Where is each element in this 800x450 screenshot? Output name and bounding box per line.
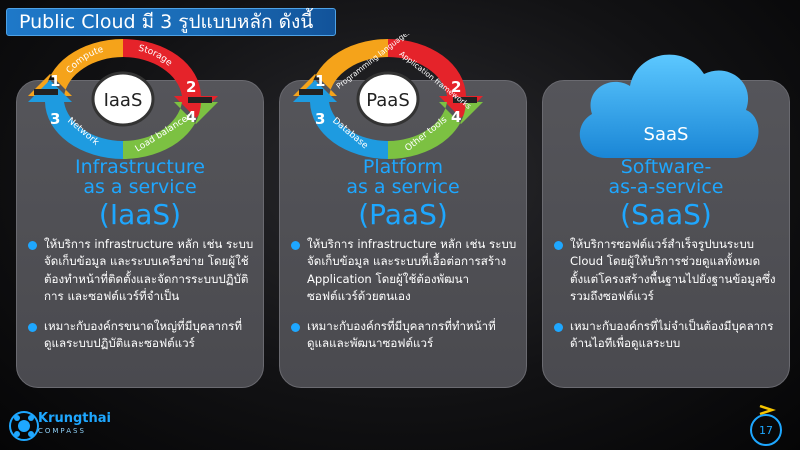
bullet-dot-icon (291, 241, 300, 250)
saas-heading-line1: Software- (620, 156, 712, 178)
bullet-dot-icon (554, 241, 563, 250)
paas-segment-database (293, 80, 388, 159)
paas-badge-label: PaaS (366, 90, 410, 111)
paas-center-badge (356, 71, 420, 127)
bullet-text: ให้บริการซอฟต์แวร์สำเร็จรูปบนระบบ Cloud … (570, 237, 776, 304)
paas-heading: Platform as a service (PaaS) (279, 156, 527, 231)
paas-arrow-bar-left (299, 89, 323, 95)
iaas-arrow-bar-left (34, 89, 58, 95)
paas-wheel-diagram: 1 2 3 4 Programming languages Applicatio… (293, 34, 483, 159)
list-item: ให้บริการ infrastructure หลัก เช่น ระบบจ… (289, 236, 517, 306)
bullet-text: ให้บริการ infrastructure หลัก เช่น ระบบจ… (44, 237, 254, 304)
paas-bullet-list: ให้บริการ infrastructure หลัก เช่น ระบบจ… (289, 236, 517, 364)
list-item: เหมาะกับองค์กรที่มีบุคลากรที่ทำหน้าที่ดู… (289, 318, 517, 353)
iaas-segment-network (28, 80, 123, 159)
saas-cloud-shape (579, 54, 759, 158)
footer-brand-sub: COMPASS (38, 427, 86, 435)
iaas-bullet-list: ให้บริการ infrastructure หลัก เช่น ระบบจ… (26, 236, 254, 364)
iaas-heading-line3: (IaaS) (98, 197, 182, 231)
iaas-num-4: 4 (186, 108, 196, 126)
bullet-dot-icon (28, 241, 37, 250)
krungthai-logo-icon (9, 411, 39, 441)
iaas-segment-compute (28, 39, 123, 96)
saas-badge-label: SaaS (644, 124, 689, 145)
page-number: 17 (759, 423, 773, 437)
footer-brand: Krungthai (38, 411, 111, 426)
bullet-dot-icon (554, 322, 563, 332)
iaas-num-1: 1 (50, 72, 60, 90)
slide-title: Public Cloud มี 3 รูปแบบหลัก ดังนี้ (19, 11, 314, 33)
iaas-num-2: 2 (186, 78, 196, 96)
slide-title-bar: Public Cloud มี 3 รูปแบบหลัก ดังนี้ (6, 8, 336, 36)
paas-num-2: 2 (451, 78, 461, 96)
page-number-badge: 17 (750, 414, 782, 446)
list-item: ให้บริการซอฟต์แวร์สำเร็จรูปบนระบบ Cloud … (552, 236, 780, 306)
bullet-text: เหมาะกับองค์กรที่ไม่จำเป็นต้องมีบุคลากรด… (570, 318, 774, 350)
paas-segment-programming-languages (293, 39, 388, 96)
bullet-dot-icon (291, 322, 300, 332)
paas-num-4: 4 (451, 108, 461, 126)
bullet-text: ให้บริการ infrastructure หลัก เช่น ระบบจ… (307, 237, 517, 304)
iaas-heading-line2: as a service (83, 175, 197, 198)
paas-heading-line2: as a service (346, 175, 460, 198)
iaas-badge-label: IaaS (104, 90, 143, 111)
saas-bullet-list: ให้บริการซอฟต์แวร์สำเร็จรูปบนระบบ Cloud … (552, 236, 780, 364)
paas-segment-other-tools (388, 102, 483, 159)
chevron-right-icon (759, 404, 776, 416)
paas-heading-line1: Platform (362, 156, 444, 178)
iaas-center-badge (91, 71, 155, 127)
iaas-heading: Infrastructure as a service (IaaS) (16, 156, 264, 231)
saas-heading: Software- as-a-service (SaaS) (542, 156, 790, 231)
paas-arrow-bar-right (453, 97, 477, 103)
paas-num-3: 3 (315, 110, 325, 128)
iaas-wheel-diagram: 1 2 3 4 Compute Storage Network Load bal… (28, 39, 218, 159)
paas-num-1: 1 (315, 72, 325, 90)
saas-heading-line2: as-a-service (608, 175, 724, 198)
iaas-heading-line1: Infrastructure (74, 156, 205, 178)
list-item: เหมาะกับองค์กรขนาดใหญ่ที่มีบุคลากรที่ดูแ… (26, 318, 254, 353)
iaas-segment-load-balancer (123, 102, 218, 159)
bullet-dot-icon (28, 322, 37, 332)
iaas-num-3: 3 (50, 110, 60, 128)
bullet-text: เหมาะกับองค์กรขนาดใหญ่ที่มีบุคลากรที่ดูแ… (44, 318, 242, 350)
paas-heading-line3: (PaaS) (358, 197, 448, 231)
list-item: ให้บริการ infrastructure หลัก เช่น ระบบจ… (26, 236, 254, 306)
paas-card (279, 80, 527, 388)
saas-heading-line3: (SaaS) (620, 197, 712, 231)
saas-cloud-icon: SaaS (579, 54, 759, 158)
iaas-arrow-bar-right (188, 97, 212, 103)
list-item: เหมาะกับองค์กรที่ไม่จำเป็นต้องมีบุคลากรด… (552, 318, 780, 353)
bullet-text: เหมาะกับองค์กรที่มีบุคลากรที่ทำหน้าที่ดู… (307, 318, 496, 350)
